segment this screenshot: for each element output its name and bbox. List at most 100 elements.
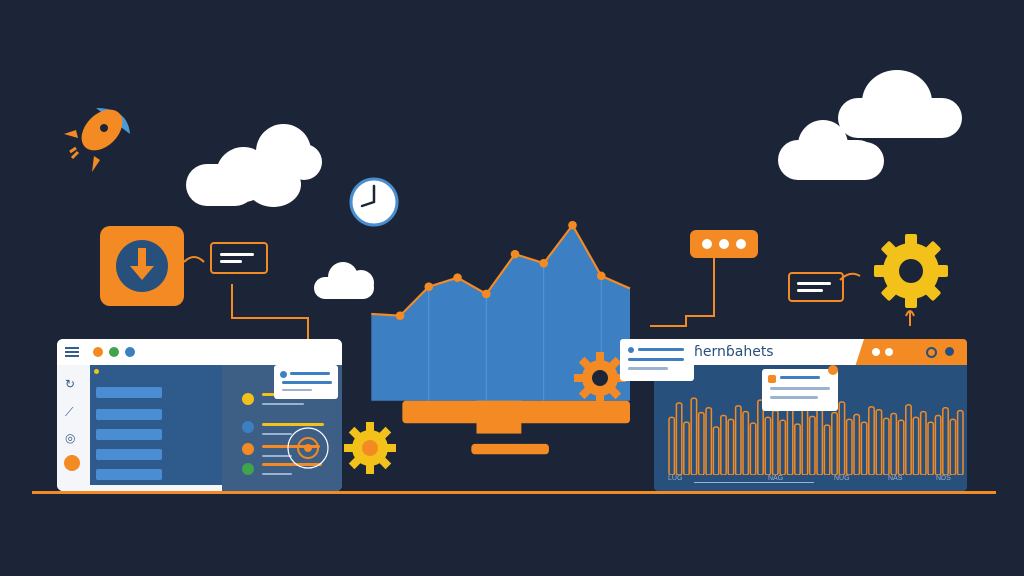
hero-data-point	[539, 258, 549, 268]
window-dot[interactable]	[885, 348, 893, 356]
bar	[675, 402, 683, 475]
hero-data-point	[453, 273, 462, 282]
hero-data-point	[424, 282, 434, 292]
bar	[882, 417, 890, 475]
x-axis-line	[694, 482, 814, 483]
menu-item[interactable]	[96, 387, 162, 398]
bar	[794, 423, 801, 475]
bar	[853, 413, 861, 475]
hero-data-point	[510, 249, 520, 259]
menu-item[interactable]	[96, 429, 162, 440]
bar	[808, 415, 816, 475]
alert-icon	[768, 375, 776, 383]
right-dashboard-panel: ɦernɓahets LUG NAG NUG NAS NDS	[654, 339, 967, 491]
tooltip-dot	[628, 347, 634, 353]
menu-item[interactable]	[96, 449, 162, 460]
settings-icon[interactable]: ◎	[65, 431, 76, 445]
status-dot	[242, 393, 254, 405]
bar	[890, 412, 898, 475]
bar	[897, 419, 905, 475]
bar	[786, 408, 794, 475]
bar	[912, 416, 920, 475]
hero-area-chart	[371, 220, 631, 401]
left-panel-menu	[90, 365, 222, 485]
monitor-tooltip	[620, 339, 694, 381]
window-dot[interactable]	[872, 348, 880, 356]
bar	[705, 407, 713, 475]
right-panel-titlebar: ɦernɓahets	[654, 339, 967, 365]
right-panel-title: ɦernɓahets	[694, 344, 774, 360]
x-tick-label: NDS	[936, 475, 951, 482]
cloud-left	[186, 122, 326, 212]
bar	[831, 411, 838, 475]
close-icon[interactable]	[945, 347, 954, 356]
profile-icon[interactable]	[64, 455, 80, 471]
tools-icon[interactable]: ⟋	[65, 405, 74, 419]
gear-icon	[874, 234, 948, 308]
more-dots-icon[interactable]	[690, 230, 758, 258]
left-panel-sidebar: ↻ ⟋ ◎	[57, 365, 87, 491]
orange-gear-icon	[574, 352, 626, 404]
bar	[919, 410, 927, 475]
bar	[942, 407, 949, 475]
bar	[757, 399, 764, 475]
window-dot-orange[interactable]	[93, 347, 103, 357]
bar	[720, 414, 727, 475]
x-tick-label: NAS	[888, 475, 903, 482]
connector-right	[650, 256, 715, 327]
status-dot	[242, 443, 254, 455]
hero-monitor	[371, 220, 631, 455]
chat-box-right	[788, 272, 844, 302]
bar	[697, 411, 705, 475]
menu-item[interactable]	[96, 469, 162, 480]
hero-area-fill	[371, 225, 631, 401]
bar	[683, 421, 690, 475]
rocket-icon	[64, 108, 130, 172]
clock-icon	[349, 177, 399, 227]
download-tile[interactable]	[100, 226, 184, 306]
bar	[779, 419, 787, 475]
connector-lines	[183, 256, 309, 340]
yellow-gear-small-icon	[344, 422, 396, 474]
bar	[875, 408, 883, 475]
bar	[749, 422, 757, 475]
bar	[838, 401, 846, 475]
cloud-right	[778, 68, 962, 184]
window-dot-blue[interactable]	[125, 347, 135, 357]
bar	[823, 424, 831, 475]
radar-icon	[287, 427, 329, 469]
bar	[816, 407, 824, 475]
search-icon[interactable]	[926, 347, 937, 358]
window-dot-green[interactable]	[109, 347, 119, 357]
left-panel-titlebar	[57, 339, 342, 365]
monitor-bezel	[402, 400, 631, 424]
bar	[742, 410, 750, 475]
bar	[712, 426, 720, 475]
warning-icon	[828, 365, 838, 375]
bar	[801, 403, 809, 475]
bar	[690, 397, 698, 475]
menu-item[interactable]	[96, 409, 162, 420]
x-tick-label: LUG	[668, 475, 683, 482]
x-ticks: LUG NAG NUG NAS NDS	[664, 475, 964, 487]
bar	[734, 405, 742, 475]
status-dot	[242, 421, 254, 433]
bar	[905, 404, 912, 475]
left-dashboard-panel: ↻ ⟋ ◎	[57, 339, 342, 491]
bar	[845, 418, 853, 475]
bar	[934, 414, 942, 475]
status-dot	[242, 463, 254, 475]
refresh-icon[interactable]: ↻	[65, 377, 76, 391]
x-tick-label: NUG	[834, 475, 850, 482]
menu-icon[interactable]	[65, 347, 79, 349]
cloud-small	[314, 262, 378, 300]
bar	[927, 421, 935, 475]
bar	[949, 418, 957, 475]
connector-right-2	[839, 272, 915, 326]
floor-line	[32, 491, 996, 494]
bar	[727, 418, 735, 475]
monitor-base	[471, 443, 549, 455]
hero-area-line	[371, 223, 631, 317]
bar	[764, 416, 772, 475]
chat-bubble-icon	[210, 242, 268, 274]
